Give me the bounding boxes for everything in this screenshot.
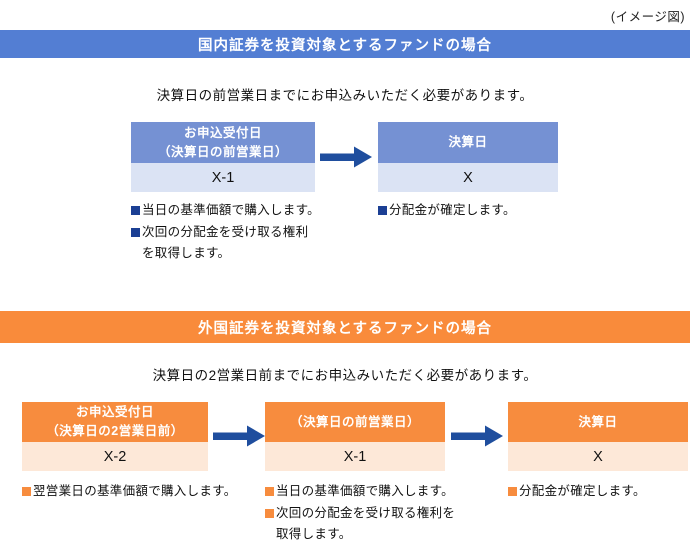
box-header-line1: お申込受付日	[75, 405, 154, 420]
domestic-settlement-notes: 分配金が確定します。	[378, 200, 516, 222]
square-bullet-icon	[131, 206, 140, 215]
box-header-line1: 決算日	[578, 414, 618, 429]
square-bullet-icon	[508, 487, 517, 496]
note-text: 次回の分配金を受け取る権利を	[276, 505, 456, 520]
note-text: 分配金が確定します。	[519, 484, 646, 498]
domestic-settlement-date-box: 決算日 X	[378, 122, 558, 192]
arrow-right-icon	[451, 425, 503, 447]
note-line: 翌営業日の基準価額で購入します。	[22, 481, 237, 503]
square-bullet-icon	[265, 487, 274, 496]
domestic-application-notes: 当日の基準価額で購入します。 次回の分配金を受け取る権利 を取得します。	[131, 200, 320, 265]
box-header-line2: （決算日の2営業日前）	[46, 424, 184, 438]
square-bullet-icon	[22, 487, 31, 496]
foreign-settlement-date-box: 決算日 X	[508, 402, 688, 471]
note-line: 分配金が確定します。	[508, 481, 646, 503]
note-text: 当日の基準価額で購入します。	[276, 484, 454, 498]
note-line: 分配金が確定します。	[378, 200, 516, 222]
box-header-line1: お申込受付日	[183, 125, 262, 140]
box-header-line1: 決算日	[448, 135, 488, 150]
box-header-line1: （決算日の前営業日）	[289, 414, 420, 429]
note-text: を取得します。	[142, 246, 231, 260]
foreign-application-date-box-header: お申込受付日 （決算日の2営業日前）	[22, 402, 208, 442]
domestic-section-header-bar: 国内証券を投資対象とするファンドの場合	[0, 30, 690, 58]
foreign-prior-business-day-box-header: （決算日の前営業日）	[265, 402, 445, 442]
note-text: 次回の分配金を受け取る権利	[142, 224, 309, 239]
foreign-instruction-text: 決算日の2営業日前までにお申込みいただく必要があります。	[152, 368, 538, 383]
foreign-section-title: 外国証券を投資対象とするファンドの場合	[197, 320, 493, 337]
note-line: 次回の分配金を受け取る権利を	[265, 503, 455, 525]
foreign-application-date-box: お申込受付日 （決算日の2営業日前） X-2	[22, 402, 208, 471]
foreign-settlement-notes: 分配金が確定します。	[508, 481, 646, 503]
note-line: 当日の基準価額で購入します。	[131, 200, 320, 222]
square-bullet-icon	[131, 227, 140, 237]
foreign-prior-business-day-value: X-1	[265, 442, 445, 471]
foreign-prior-day-notes: 当日の基準価額で購入します。 次回の分配金を受け取る権利を 取得します。	[265, 481, 455, 540]
foreign-settlement-date-value: X	[508, 442, 688, 471]
domestic-application-date-value: X-1	[131, 163, 315, 192]
note-text: 取得します。	[276, 527, 352, 540]
domestic-instruction-text: 決算日の前営業日までにお申込みいただく必要があります。	[156, 88, 534, 103]
domestic-application-date-box: お申込受付日 （決算日の前営業日） X-1	[131, 122, 315, 192]
square-bullet-icon	[378, 206, 387, 215]
note-line-continuation: 取得します。	[265, 524, 455, 540]
arrow-right-icon	[213, 425, 265, 447]
domestic-settlement-date-value: X	[378, 163, 558, 192]
foreign-prior-business-day-box: （決算日の前営業日） X-1	[265, 402, 445, 471]
domestic-section-title: 国内証券を投資対象とするファンドの場合	[197, 37, 493, 54]
note-text: 翌営業日の基準価額で購入します。	[33, 484, 237, 498]
square-bullet-icon	[265, 508, 274, 518]
box-header-line2: （決算日の前営業日）	[157, 144, 288, 159]
foreign-application-notes: 翌営業日の基準価額で購入します。	[22, 481, 237, 503]
foreign-application-date-value: X-2	[22, 442, 208, 471]
domestic-application-date-box-header: お申込受付日 （決算日の前営業日）	[131, 122, 315, 163]
note-line: 当日の基準価額で購入します。	[265, 481, 455, 503]
note-line-continuation: を取得します。	[131, 243, 320, 265]
note-text: 当日の基準価額で購入します。	[142, 203, 320, 217]
foreign-settlement-date-box-header: 決算日	[508, 402, 688, 442]
note-line: 次回の分配金を受け取る権利	[131, 222, 320, 244]
image-note-label: (イメージ図)	[610, 10, 685, 24]
domestic-settlement-date-box-header: 決算日	[378, 122, 558, 163]
note-text: 分配金が確定します。	[389, 203, 516, 217]
arrow-right-icon	[320, 146, 372, 168]
foreign-section-header-bar: 外国証券を投資対象とするファンドの場合	[0, 311, 690, 343]
